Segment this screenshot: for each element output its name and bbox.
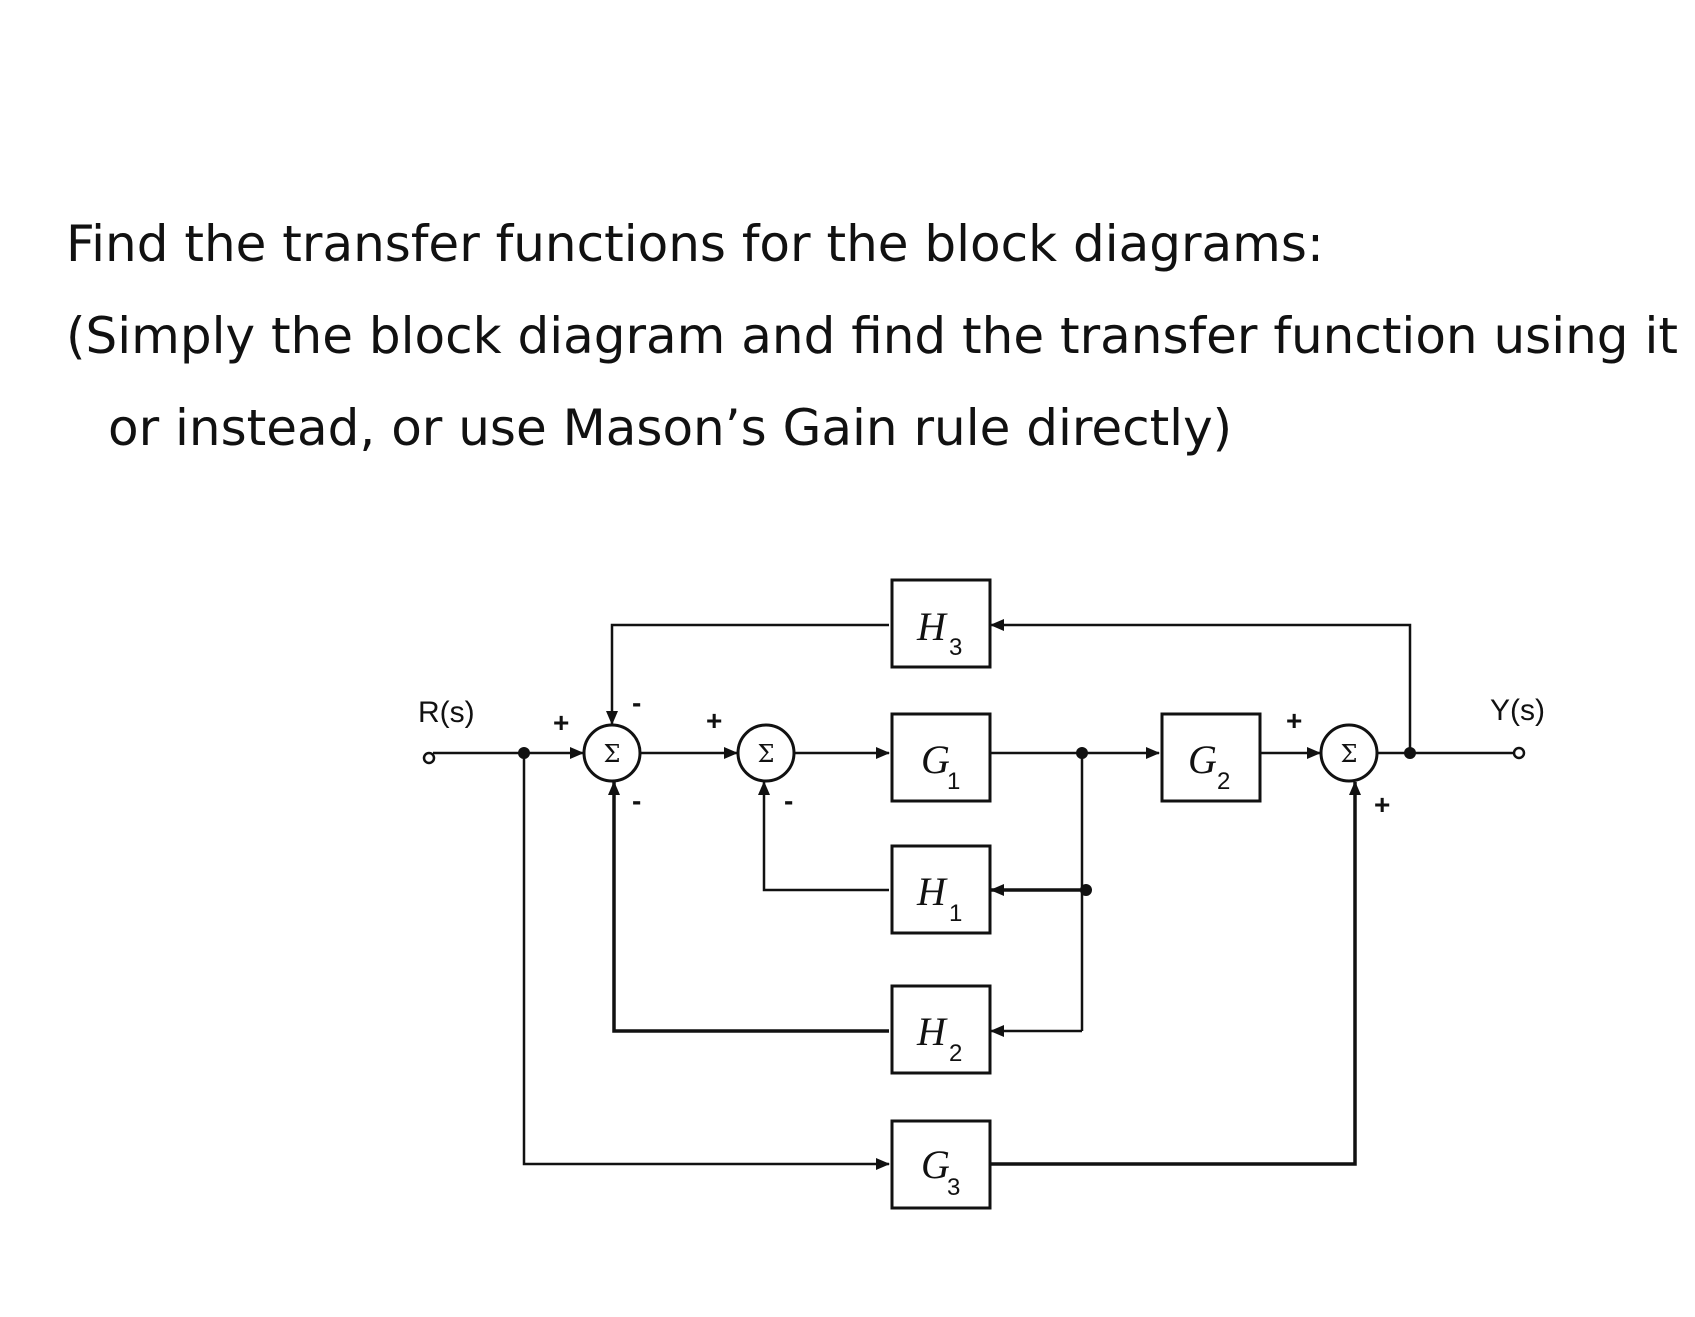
block-g3-letter: G <box>921 1142 950 1187</box>
block-g3-subscript: 3 <box>947 1174 960 1201</box>
summing-junction-2: Σ <box>736 723 796 783</box>
sign-sum2-plus: + <box>706 705 722 736</box>
junction-g1-out <box>1076 747 1088 759</box>
junction-output <box>1404 747 1416 759</box>
block-h3: H 3 <box>890 578 992 669</box>
wire-to-g3 <box>522 753 890 1170</box>
block-h3-subscript: 3 <box>949 634 962 661</box>
block-g3: G 3 <box>890 1119 992 1210</box>
input-terminal <box>422 751 436 765</box>
problem-statement: Find the transfer functions for the bloc… <box>66 198 1691 474</box>
block-h2-letter: H <box>916 1009 948 1054</box>
summing-junction-1: Σ <box>582 723 642 783</box>
sign-sum1-minus-top: - <box>632 687 641 718</box>
block-h2-subscript: 2 <box>949 1040 962 1067</box>
block-h3-letter: H <box>916 604 948 649</box>
problem-line-1: Find the transfer functions for the bloc… <box>66 215 1324 273</box>
block-g1: G 1 <box>890 712 992 803</box>
sign-sum1-minus-bottom: - <box>632 785 641 816</box>
block-g1-letter: G <box>921 737 950 782</box>
sign-sum3-plus-bottom: + <box>1374 789 1390 820</box>
problem-line-3: or instead, or use Mason’s Gain rule dir… <box>108 399 1233 457</box>
sum2-symbol: Σ <box>758 740 775 768</box>
block-h1-subscript: 1 <box>949 900 962 927</box>
output-label: Y(s) <box>1490 694 1545 727</box>
summing-junction-3: Σ <box>1319 723 1379 783</box>
sign-sum2-minus: - <box>784 785 793 816</box>
input-label: R(s) <box>418 696 475 729</box>
junction-input <box>518 747 530 759</box>
block-h1: H 1 <box>890 844 992 935</box>
block-g1-subscript: 1 <box>947 768 960 795</box>
output-terminal <box>1512 746 1526 760</box>
block-g2-letter: G <box>1188 737 1217 782</box>
block-h2: H 2 <box>890 984 992 1075</box>
junction-h1 <box>1080 884 1092 896</box>
wire-h3-feedback-out <box>606 623 889 725</box>
problem-line-2: (Simply the block diagram and find the t… <box>66 307 1678 365</box>
block-g2-subscript: 2 <box>1217 768 1230 795</box>
sum1-symbol: Σ <box>604 740 621 768</box>
wire-h3-feedback-in <box>990 619 1412 753</box>
wire-h2-feedback <box>608 781 889 1033</box>
wire-g3-out <box>989 781 1361 1166</box>
block-h1-letter: H <box>916 869 948 914</box>
sign-sum3-plus-left: + <box>1286 705 1302 736</box>
wire-h1-feedback <box>758 781 889 892</box>
sign-sum1-plus: + <box>553 707 569 738</box>
sum3-symbol: Σ <box>1341 740 1358 768</box>
block-g2: G 2 <box>1160 712 1262 803</box>
